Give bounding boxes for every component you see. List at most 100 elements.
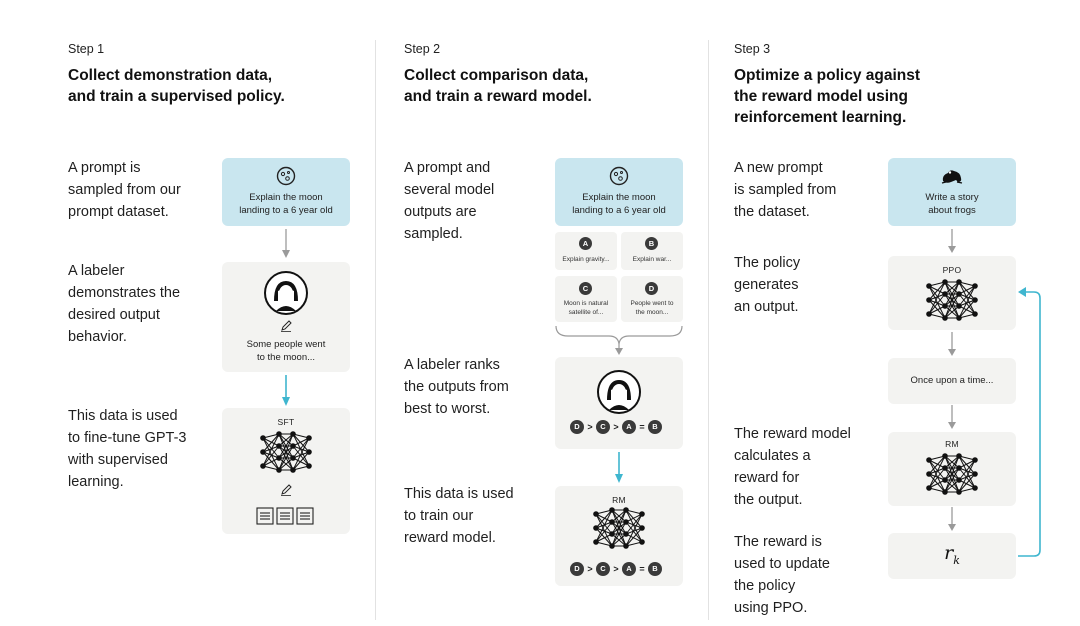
nn-node xyxy=(956,279,962,285)
step1-arrow-2 xyxy=(282,375,290,406)
labeler-avatar-icon xyxy=(264,271,308,315)
nn-node xyxy=(956,465,962,471)
divider-2 xyxy=(708,40,709,620)
nn-node xyxy=(639,539,645,545)
nn-node xyxy=(306,449,312,455)
rank-op-3: = xyxy=(639,564,645,574)
nn-node xyxy=(623,543,629,549)
nn-node xyxy=(593,511,599,517)
rm-ranking: D > C > A = B xyxy=(570,562,662,576)
neural-network-icon xyxy=(926,279,978,321)
step2-title: Collect comparison data,and train a rewa… xyxy=(404,67,592,105)
nn-node xyxy=(942,489,948,495)
rank-d: D xyxy=(570,562,584,576)
step3-label: Step 3 xyxy=(734,42,771,56)
nn-node xyxy=(609,507,615,513)
step2-labeler-box: D > C > A = B xyxy=(555,357,683,449)
nn-node xyxy=(972,297,978,303)
output-badge-d: D xyxy=(645,282,658,295)
step3-output-box: Once upon a time... xyxy=(888,358,1016,404)
nn-node xyxy=(276,455,282,461)
step2-label: Step 2 xyxy=(404,42,441,56)
step1-arrow-1 xyxy=(282,229,290,258)
rank-d: D xyxy=(570,420,584,434)
reward-subscript: k xyxy=(953,553,960,567)
divider-1 xyxy=(375,40,376,620)
rank-op-1: > xyxy=(587,564,593,574)
step3-arrow-2 xyxy=(948,332,956,356)
rank-op-2: > xyxy=(613,564,619,574)
nn-node xyxy=(290,455,296,461)
nn-node xyxy=(290,443,296,449)
nn-node xyxy=(926,457,932,463)
rank-op-1: > xyxy=(587,422,593,432)
outputs-brace xyxy=(555,325,683,355)
nn-node xyxy=(972,283,978,289)
labeler-ranking: D > C > A = B xyxy=(570,420,662,434)
nn-node xyxy=(593,525,599,531)
step2-arrow-accent xyxy=(615,452,623,483)
rank-c: C xyxy=(596,562,610,576)
nn-node xyxy=(926,471,932,477)
nn-node xyxy=(956,489,962,495)
rank-a: A xyxy=(622,562,636,576)
nn-node xyxy=(290,431,296,437)
nn-node xyxy=(926,485,932,491)
reward-feedback-arrow xyxy=(1018,287,1041,557)
step1-sft-box: SFT xyxy=(222,408,350,534)
rank-b: B xyxy=(648,562,662,576)
nn-node xyxy=(639,525,645,531)
document-icon xyxy=(256,507,314,525)
labeler-avatar-icon xyxy=(597,370,641,414)
nn-node xyxy=(276,431,282,437)
reward-symbol: r xyxy=(944,542,954,564)
nn-node xyxy=(276,467,282,473)
step3-arrow-1 xyxy=(948,229,956,253)
rank-b: B xyxy=(648,420,662,434)
nn-node xyxy=(956,291,962,297)
nn-node xyxy=(926,283,932,289)
sft-label: SFT xyxy=(277,417,295,427)
step2-rm-box: RM D > C > A = B xyxy=(555,486,683,586)
nn-node xyxy=(942,291,948,297)
nn-node xyxy=(260,463,266,469)
output-text-a: Explain gravity... xyxy=(562,256,610,263)
rank-op-3: = xyxy=(639,422,645,432)
step3-arrow-4 xyxy=(948,507,956,531)
ppo-label: PPO xyxy=(942,265,962,275)
nn-node xyxy=(623,519,629,525)
nn-node xyxy=(306,463,312,469)
nn-node xyxy=(942,453,948,459)
rank-a: A xyxy=(622,420,636,434)
nn-node xyxy=(609,531,615,537)
step3-reward-box: rk xyxy=(888,533,1016,579)
nn-node xyxy=(942,315,948,321)
rm-label: RM xyxy=(612,495,626,505)
nn-node xyxy=(260,449,266,455)
nn-node xyxy=(956,315,962,321)
nn-node xyxy=(623,531,629,537)
nn-node xyxy=(942,465,948,471)
nn-node xyxy=(942,303,948,309)
nn-node xyxy=(972,457,978,463)
nn-node xyxy=(639,511,645,517)
step1-title: Collect demonstration data,and train a s… xyxy=(68,67,285,105)
output-badge-a: A xyxy=(579,237,592,250)
step3-rm-label: RM xyxy=(945,439,959,449)
